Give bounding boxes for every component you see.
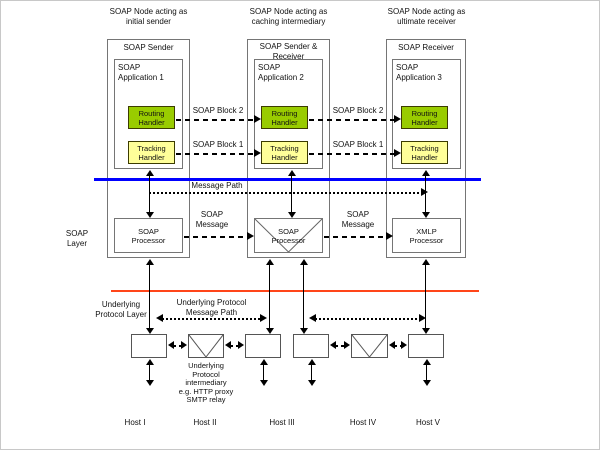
- underlying-protocol-layer-label: Underlying Protocol Layer: [95, 300, 147, 319]
- processor-host-arrow: [421, 259, 430, 334]
- soap-processor-box: SOAP Processor: [114, 218, 183, 253]
- tracking-handler-box: Tracking Handler: [261, 141, 308, 164]
- intermediary-note: Underlying Protocol intermediary e.g. HT…: [178, 361, 234, 404]
- protocol-layer-line: [111, 290, 479, 292]
- envelope-icon: [352, 335, 387, 357]
- host-protocol-box: [408, 334, 444, 358]
- processor-host-arrow: [145, 259, 154, 334]
- app-processor-arrow: [145, 170, 154, 218]
- soap-processor-box: SOAP Processor: [254, 218, 323, 253]
- host-label: Host II: [193, 418, 217, 427]
- host-link-arrow: [330, 341, 350, 350]
- soap-block-1-label: SOAP Block 1: [332, 140, 384, 149]
- host-label: Host I: [124, 418, 146, 427]
- host-protocol-box: [293, 334, 329, 358]
- processor-host-arrow: [299, 259, 308, 334]
- host-network-arrow: [307, 359, 316, 386]
- envelope-icon: [255, 219, 322, 252]
- host-protocol-box: [245, 334, 281, 358]
- tracking-handler-box: Tracking Handler: [401, 141, 448, 164]
- host-network-arrow: [422, 359, 431, 386]
- host-label: Host III: [269, 418, 295, 427]
- xmlp-processor-box: XMLP Processor: [392, 218, 461, 253]
- routing-handler-box: Routing Handler: [261, 106, 308, 129]
- soap-block-1-arrow: [176, 149, 261, 158]
- host-link-arrow: [168, 341, 187, 350]
- app-processor-arrow: [421, 170, 430, 218]
- soap-block-1-arrow: [309, 149, 401, 158]
- envelope-icon: [189, 335, 223, 357]
- soap-block-2-label: SOAP Block 2: [332, 106, 384, 115]
- node-caption: SOAP Node acting as initial sender: [109, 7, 188, 26]
- node-role-title: SOAP Receiver: [398, 43, 454, 52]
- host-network-arrow: [145, 359, 154, 386]
- routing-handler-box: Routing Handler: [128, 106, 175, 129]
- soap-message-arrow: [324, 232, 393, 241]
- processor-host-arrow: [265, 259, 274, 334]
- soap-message-label: SOAP Message: [341, 210, 375, 229]
- host-label: Host IV: [349, 418, 377, 427]
- host-link-arrow: [225, 341, 244, 350]
- host-link-arrow: [389, 341, 407, 350]
- underlying-message-path-arrow: [309, 314, 426, 323]
- app-processor-arrow: [287, 170, 296, 218]
- soap-block-2-arrow: [176, 115, 261, 124]
- node-role-title: SOAP Sender: [123, 43, 174, 52]
- application-label: SOAP Application 3: [396, 63, 442, 82]
- message-path-label: Message Path: [191, 181, 243, 190]
- host-network-arrow: [259, 359, 268, 386]
- host-protocol-box: [131, 334, 167, 358]
- node-role-title: SOAP Sender & Receiver: [259, 42, 318, 61]
- intermediary-protocol-box: [351, 334, 388, 358]
- application-label: SOAP Application 1: [118, 63, 164, 82]
- soap-block-1-label: SOAP Block 1: [192, 140, 244, 149]
- routing-handler-box: Routing Handler: [401, 106, 448, 129]
- underlying-message-path-arrow: [156, 314, 267, 323]
- node-caption: SOAP Node acting as ultimate receiver: [387, 7, 466, 26]
- underlying-message-path-label: Underlying Protocol Message Path: [176, 298, 247, 317]
- soap-message-arrow: [184, 232, 254, 241]
- node-caption: SOAP Node acting as caching intermediary: [249, 7, 328, 26]
- intermediary-protocol-box: [188, 334, 224, 358]
- soap-block-2-arrow: [309, 115, 401, 124]
- soap-layer-label: SOAP Layer: [65, 229, 89, 248]
- soap-block-2-label: SOAP Block 2: [192, 106, 244, 115]
- host-label: Host V: [415, 418, 440, 427]
- tracking-handler-box: Tracking Handler: [128, 141, 175, 164]
- soap-message-label: SOAP Message: [195, 210, 229, 229]
- application-label: SOAP Application 2: [258, 63, 304, 82]
